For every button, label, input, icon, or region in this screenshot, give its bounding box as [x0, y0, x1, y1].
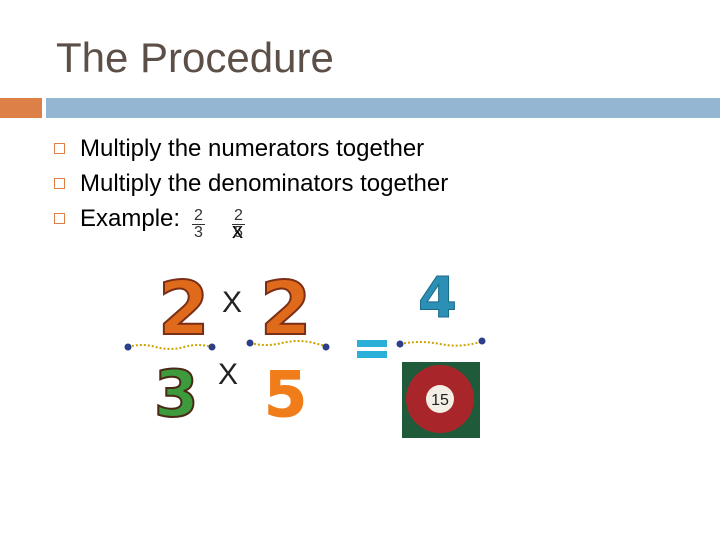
denominator-2-figure: 5: [263, 358, 308, 432]
inline-times: x: [232, 218, 243, 243]
bullet-square-icon: [54, 178, 65, 189]
equals-icon: [357, 340, 387, 358]
slide-title: The Procedure: [56, 34, 334, 81]
times-bottom: X: [218, 358, 239, 391]
result-numerator-figure: 4: [418, 266, 458, 332]
bullet-square-icon: [54, 213, 65, 224]
title-accent-blue: [46, 98, 720, 118]
numerator-1-figure: 2: [157, 265, 210, 353]
denominator-1-figure: 3: [153, 357, 200, 433]
bullet-item: Example:: [54, 204, 448, 239]
inline-fraction-left: 2 3: [192, 207, 205, 241]
fraction-line-right: [246, 339, 330, 351]
bullet-item: Multiply the numerators together: [54, 134, 448, 169]
fraction-line-left: [124, 343, 216, 351]
fraction-line-result: [396, 337, 486, 348]
title-accent-orange: [0, 98, 42, 118]
numerator-2-figure: 2: [259, 265, 312, 353]
accent-divider: [42, 98, 46, 540]
bullet-square-icon: [54, 143, 65, 154]
result-denominator: 15: [431, 392, 449, 409]
bullet-list: Multiply the numerators together Multipl…: [54, 134, 448, 239]
inline-fraction-right: 2 5: [232, 207, 245, 241]
pool-ball-icon: 15: [402, 362, 480, 438]
times-top: X: [222, 286, 243, 319]
bullet-item: Multiply the denominators together: [54, 169, 448, 204]
